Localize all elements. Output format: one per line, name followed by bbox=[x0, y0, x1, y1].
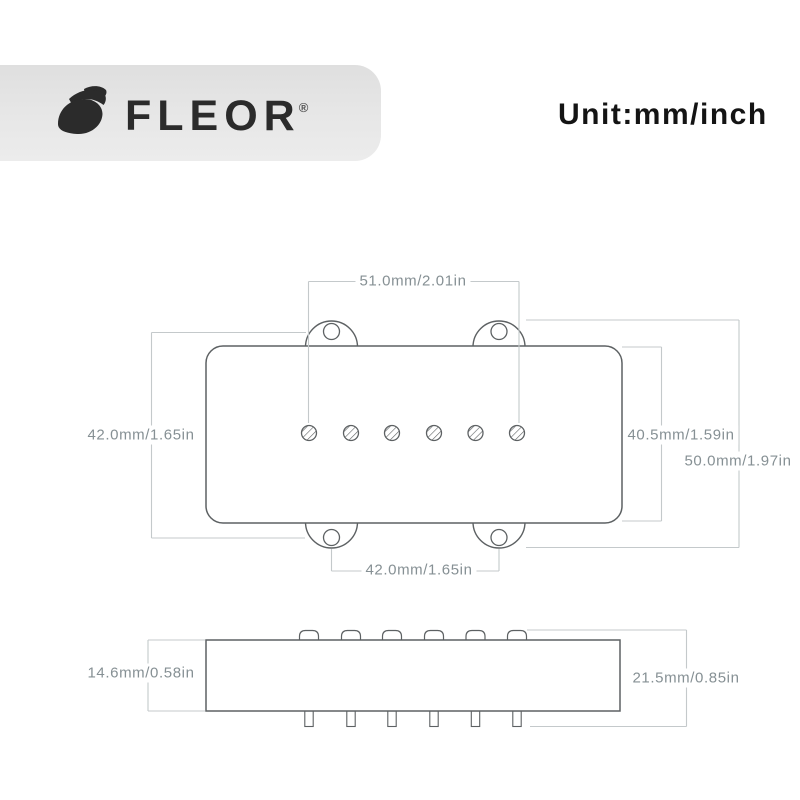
dim-label-pole-spacing: 51.0mm/2.01in bbox=[355, 271, 471, 291]
mounting-hole bbox=[322, 528, 341, 547]
brand-name: FLEOR bbox=[125, 92, 301, 140]
lead-pin bbox=[346, 710, 356, 728]
pole-piece bbox=[300, 424, 318, 442]
leaf-logo-icon bbox=[58, 86, 107, 135]
pickup-body-outline bbox=[205, 345, 623, 524]
lead-pin bbox=[387, 710, 397, 728]
lead-pin bbox=[470, 710, 481, 728]
mounting-hole bbox=[490, 322, 508, 341]
pickup-top-view bbox=[205, 320, 623, 549]
dim-label-hole-spacing-vertical: 42.0mm/1.65in bbox=[83, 425, 199, 445]
brand-text: FLEOR® bbox=[125, 95, 310, 147]
registered-mark: ® bbox=[298, 100, 309, 115]
pole-piece bbox=[467, 424, 484, 442]
mounting-hole bbox=[490, 528, 508, 547]
dim-label-overall-thickness: 21.5mm/0.85in bbox=[628, 668, 744, 688]
dim-label-hole-spacing-horizontal: 42.0mm/1.65in bbox=[361, 560, 477, 580]
unit-label: Unit:mm/inch bbox=[558, 98, 768, 131]
dim-label-cover-thickness: 14.6mm/0.58in bbox=[83, 663, 199, 683]
pole-piece bbox=[508, 424, 526, 442]
dim-label-overall-height: 50.0mm/1.97in bbox=[680, 451, 796, 471]
mounting-hole bbox=[322, 322, 341, 341]
pole-piece bbox=[342, 424, 360, 442]
dim-label-cover-height: 40.5mm/1.59in bbox=[623, 425, 739, 445]
pole-piece bbox=[425, 424, 443, 442]
lead-pin bbox=[429, 710, 439, 728]
lead-pin bbox=[304, 710, 314, 728]
lead-pin bbox=[512, 710, 522, 728]
pole-piece bbox=[383, 424, 401, 442]
pickup-side-view bbox=[205, 629, 621, 728]
pickup-side-outline bbox=[205, 639, 621, 712]
